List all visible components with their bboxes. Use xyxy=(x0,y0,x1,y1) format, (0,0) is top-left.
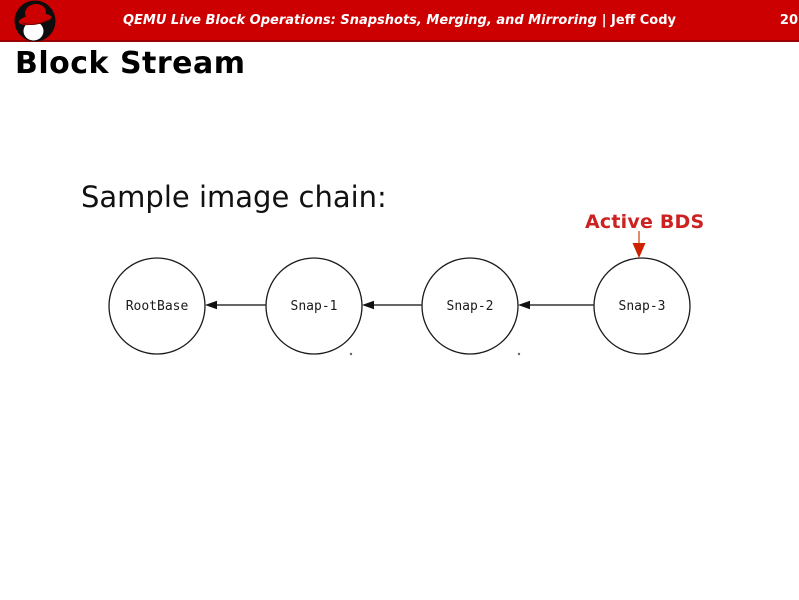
node-label-rootbase: RootBase xyxy=(126,299,189,314)
node-label-snap3: Snap-3 xyxy=(619,299,666,314)
presentation-title: QEMU Live Block Operations: Snapshots, M… xyxy=(0,0,799,40)
node-circle-snap3 xyxy=(593,257,691,355)
edge-arrow-snap1-rootbase xyxy=(205,300,266,310)
stray-dot xyxy=(517,352,521,356)
presentation-title-main: QEMU Live Block Operations: Snapshots, M… xyxy=(122,12,597,28)
slide-title: Block Stream xyxy=(15,46,246,81)
presentation-title-author: | Jeff Cody xyxy=(601,12,677,28)
redhat-shadowman-logo-icon xyxy=(14,0,56,42)
slide-subtitle: Sample image chain: xyxy=(81,180,387,214)
active-bds-down-arrow-icon xyxy=(632,231,646,258)
header-bar: QEMU Live Block Operations: Snapshots, M… xyxy=(0,0,799,42)
node-circle-snap2 xyxy=(421,257,519,355)
node-label-snap2: Snap-2 xyxy=(447,299,494,314)
edge-arrow-snap2-snap1 xyxy=(362,300,422,310)
stray-dot xyxy=(349,352,353,356)
edge-arrow-snap3-snap2 xyxy=(518,300,594,310)
page-number: 20 xyxy=(779,12,798,28)
active-bds-label: Active BDS xyxy=(585,211,705,233)
node-circle-rootbase xyxy=(108,257,206,355)
node-label-snap1: Snap-1 xyxy=(291,299,338,314)
node-circle-snap1 xyxy=(265,257,363,355)
